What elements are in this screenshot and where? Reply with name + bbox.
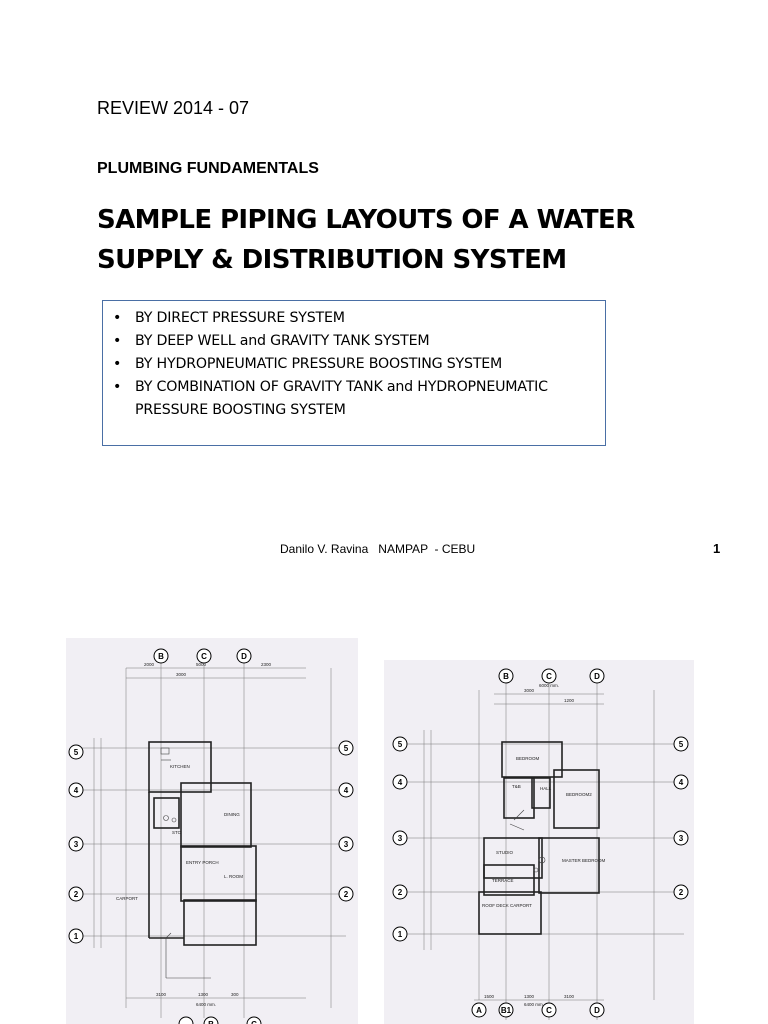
svg-text:300: 300 <box>231 992 239 997</box>
page-title-line-1: SAMPLE PIPING LAYOUTS OF A WATER <box>97 205 635 235</box>
svg-text:MASTER BEDROOM: MASTER BEDROOM <box>562 858 606 863</box>
svg-text:B: B <box>158 652 164 661</box>
svg-text:C: C <box>546 1006 552 1015</box>
svg-text:4: 4 <box>344 786 349 795</box>
svg-text:3: 3 <box>398 834 403 843</box>
bullet-list-box: BY DIRECT PRESSURE SYSTEM BY DEEP WELL a… <box>102 300 606 446</box>
svg-text:BEDROOM: BEDROOM <box>516 756 540 761</box>
svg-text:ROOF DECK CARPORT: ROOF DECK CARPORT <box>482 903 532 908</box>
grid-lines <box>402 680 684 1020</box>
svg-text:6400 mm.: 6400 mm. <box>524 1002 544 1007</box>
svg-text:B: B <box>503 672 509 681</box>
bullet-list: BY DIRECT PRESSURE SYSTEM BY DEEP WELL a… <box>111 307 597 422</box>
svg-text:3: 3 <box>74 840 79 849</box>
svg-text:2: 2 <box>398 888 403 897</box>
svg-text:STO: STO <box>172 830 182 835</box>
svg-text:C: C <box>251 1020 257 1024</box>
svg-text:1300: 1300 <box>198 992 209 997</box>
bullet-item-2: BY DEEP WELL and GRAVITY TANK SYSTEM <box>111 330 597 353</box>
bullet-item-4: BY COMBINATION OF GRAVITY TANK and HYDRO… <box>111 376 597 422</box>
svg-text:C: C <box>201 652 207 661</box>
svg-text:2: 2 <box>74 890 79 899</box>
svg-text:1500: 1500 <box>484 994 495 999</box>
svg-text:5: 5 <box>398 740 403 749</box>
svg-text:3: 3 <box>344 840 349 849</box>
svg-text:3100: 3100 <box>156 992 167 997</box>
svg-text:D: D <box>241 652 247 661</box>
svg-text:1300: 1300 <box>524 994 535 999</box>
svg-text:CARPORT: CARPORT <box>116 896 138 901</box>
svg-text:B: B <box>208 1020 214 1024</box>
svg-text:KITCHEN: KITCHEN <box>170 764 190 769</box>
svg-text:STUDIO: STUDIO <box>496 850 514 855</box>
svg-text:D: D <box>594 1006 600 1015</box>
ground-floor-plan: B C D 5 4 3 2 1 5 4 3 2 B C 2000 3000 23… <box>66 638 358 1024</box>
svg-text:DINING: DINING <box>224 812 240 817</box>
svg-text:3: 3 <box>679 834 684 843</box>
svg-text:5: 5 <box>344 744 349 753</box>
svg-text:2: 2 <box>344 890 349 899</box>
svg-text:2300: 2300 <box>261 662 272 667</box>
grid-bubbles <box>392 668 689 1018</box>
svg-text:5000: 5000 <box>196 662 207 667</box>
svg-text:BEDROOM2: BEDROOM2 <box>566 792 592 797</box>
review-label: REVIEW 2014 - 07 <box>97 98 250 118</box>
second-floor-plan: B C D 5 4 3 2 1 5 4 3 2 A B1 C D 3000 12… <box>384 660 694 1024</box>
bullet-item-3: BY HYDROPNEUMATIC PRESSURE BOOSTING SYST… <box>111 353 597 376</box>
svg-text:1200: 1200 <box>564 698 575 703</box>
svg-text:T&B: T&B <box>512 784 521 789</box>
svg-text:3000: 3000 <box>176 672 187 677</box>
svg-text:2000: 2000 <box>144 662 155 667</box>
svg-text:4: 4 <box>679 778 684 787</box>
section-subtitle: PLUMBING FUNDAMENTALS <box>97 160 319 177</box>
svg-text:A: A <box>476 1006 482 1015</box>
svg-text:C: C <box>546 672 552 681</box>
svg-text:2: 2 <box>679 888 684 897</box>
grid-lines <box>78 658 346 1018</box>
page-number: 1 <box>713 541 721 556</box>
footer-author: Danilo V. Ravina NAMPAP - CEBU <box>280 542 476 556</box>
svg-text:ENTRY PORCH: ENTRY PORCH <box>186 860 219 865</box>
svg-text:1: 1 <box>398 930 403 939</box>
svg-text:6400 mm.: 6400 mm. <box>196 1002 216 1007</box>
bullet-item-1: BY DIRECT PRESSURE SYSTEM <box>111 307 597 330</box>
svg-text:6000 mm.: 6000 mm. <box>539 683 559 688</box>
svg-text:3100: 3100 <box>564 994 575 999</box>
grid-bubbles <box>68 648 354 1024</box>
page-title: SAMPLE PIPING LAYOUTS OF A WATER SUPPLY … <box>97 200 697 280</box>
svg-text:4: 4 <box>74 786 79 795</box>
page-title-line-2: SUPPLY & DISTRIBUTION SYSTEM <box>97 245 567 275</box>
svg-text:L. ROOM: L. ROOM <box>224 874 243 879</box>
svg-text:TERRACE: TERRACE <box>492 878 514 883</box>
svg-text:HALL: HALL <box>540 786 552 791</box>
svg-text:4: 4 <box>398 778 403 787</box>
walls <box>478 741 600 935</box>
svg-text:1: 1 <box>74 932 79 941</box>
svg-text:3000: 3000 <box>524 688 535 693</box>
svg-text:D: D <box>594 672 600 681</box>
svg-text:5: 5 <box>74 748 79 757</box>
svg-text:B1: B1 <box>501 1006 512 1015</box>
svg-text:5: 5 <box>679 740 684 749</box>
walls <box>148 741 257 946</box>
